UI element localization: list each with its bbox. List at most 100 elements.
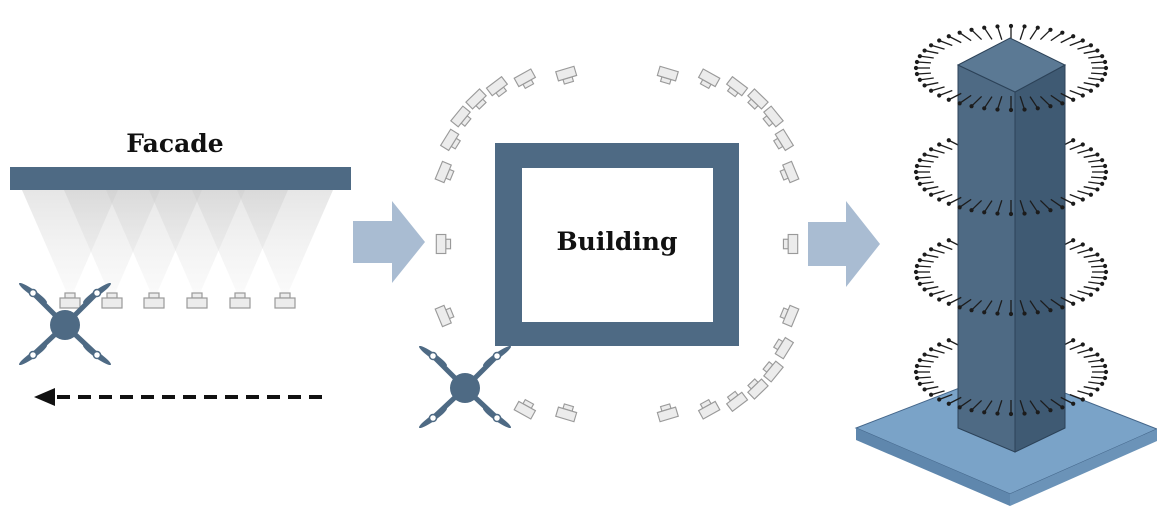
- camera-pose-pin: [1029, 200, 1040, 215]
- camera-pose-pin: [914, 375, 931, 381]
- camera-pose-pin: [946, 296, 962, 306]
- camera-pose-pin: [1077, 290, 1094, 297]
- camera-icon: [725, 75, 749, 98]
- building-label: Building: [557, 227, 678, 256]
- camera-pose-pin: [1091, 275, 1108, 281]
- camera-pose-pin: [1083, 186, 1100, 192]
- camera-pose-pin: [917, 181, 934, 186]
- camera-pose-pin: [937, 193, 953, 202]
- facade-panel: Facade: [10, 129, 351, 406]
- camera-pose-pin: [1008, 400, 1014, 417]
- camera-pose-pin: [1091, 71, 1108, 77]
- camera-pose-pin: [922, 286, 939, 292]
- camera-pose-pin: [937, 293, 953, 302]
- camera-pose-pin: [1092, 65, 1109, 71]
- camera-pose-pin: [914, 263, 931, 269]
- camera-pose-pin: [914, 163, 931, 169]
- camera-pose-pin: [946, 396, 962, 406]
- camera-pose-pin: [995, 200, 1003, 216]
- camera-pose-pin: [995, 400, 1003, 416]
- camera-pose-pin: [1077, 86, 1094, 93]
- camera-pose-pin: [995, 24, 1003, 40]
- camera-pose-pin: [928, 347, 945, 354]
- camera-pose-pin: [1029, 400, 1040, 415]
- camera-pose-pin: [957, 198, 972, 210]
- camera-pose-pin: [922, 352, 939, 358]
- camera-pose-pin: [922, 48, 939, 54]
- camera-pose-pin: [937, 38, 953, 47]
- camera-icon: [450, 105, 472, 128]
- camera-pose-pin: [1077, 190, 1094, 197]
- camera-pose-pin: [937, 242, 953, 251]
- camera-pose-pin: [1091, 263, 1108, 269]
- camera-pose-pin: [1050, 198, 1065, 210]
- camera-pose-pin: [969, 399, 983, 413]
- tower-side-face: [1014, 64, 1066, 453]
- camera-pose-pin: [1088, 158, 1105, 163]
- camera-pose-pin: [1088, 381, 1105, 386]
- camera-icon: [274, 292, 296, 309]
- facade-label: Facade: [126, 129, 223, 158]
- camera-pose-pin: [946, 196, 962, 206]
- camera-pose-pin: [1039, 27, 1053, 41]
- camera-pose-pin: [922, 186, 939, 192]
- camera-pose-pin: [1008, 96, 1014, 113]
- camera-icon: [143, 292, 165, 309]
- camera-pose-pin: [928, 147, 945, 154]
- camera-pose-pin: [969, 95, 983, 109]
- camera-icon: [59, 292, 81, 309]
- camera-pose-pin: [1091, 375, 1108, 381]
- tower-front-face: [957, 64, 1016, 453]
- camera-pose-pin: [1039, 199, 1053, 213]
- base-plate-side: [1010, 429, 1157, 506]
- camera-pose-pin: [1077, 347, 1094, 354]
- camera-pose-pin: [913, 169, 930, 175]
- camera-icon: [229, 292, 251, 309]
- camera-icon: [485, 75, 509, 98]
- camera-pose-pin: [917, 381, 934, 386]
- camera-pose-pin: [982, 96, 993, 111]
- camera-pose-pin: [937, 142, 953, 151]
- camera-pose-pin: [913, 369, 930, 375]
- quadcopter-drone-icon: [418, 345, 512, 429]
- view-cone: [237, 190, 333, 300]
- camera-icon: [434, 160, 455, 184]
- camera-pose-pin: [917, 77, 934, 82]
- camera-icon: [101, 292, 123, 309]
- camera-pose-pin: [969, 199, 983, 213]
- camera-pose-pin: [928, 290, 945, 297]
- camera-pose-pin: [1060, 296, 1076, 306]
- camera-pose-pin: [913, 269, 930, 275]
- camera-icon: [747, 378, 769, 400]
- camera-pose-pin: [1092, 369, 1109, 375]
- camera-icon: [747, 88, 769, 110]
- camera-pose-pin: [1083, 352, 1100, 358]
- camera-pose-pin: [913, 65, 930, 71]
- right-block-arrow-icon: [808, 201, 880, 287]
- camera-pose-pin: [937, 342, 953, 351]
- camera-pose-pin: [1039, 399, 1053, 413]
- camera-pose-pin: [914, 275, 931, 281]
- camera-pose-pin: [937, 393, 953, 402]
- camera-icon: [513, 68, 537, 90]
- camera-icon: [779, 304, 800, 328]
- camera-pose-pin: [1091, 59, 1108, 65]
- camera-icon: [762, 360, 784, 383]
- camera-pose-pin: [957, 30, 972, 42]
- camera-pose-pin: [995, 300, 1003, 316]
- camera-pose-pin: [914, 71, 931, 77]
- camera-pose-pin: [1019, 96, 1027, 112]
- camera-pose-pin: [1050, 398, 1065, 410]
- camera-pose-pin: [1019, 300, 1027, 316]
- building-camera-ring: [434, 65, 800, 423]
- camera-icon: [465, 88, 487, 110]
- camera-pose-pin: [1050, 30, 1065, 42]
- camera-pose-pin: [922, 82, 939, 88]
- camera-icon: [697, 398, 721, 420]
- camera-pose-pin: [1029, 96, 1040, 111]
- camera-pose-pin: [1069, 89, 1085, 98]
- camera-pose-pin: [928, 86, 945, 93]
- camera-pose-pin: [914, 59, 931, 65]
- camera-pose-pin: [1088, 258, 1105, 263]
- camera-pose-pin: [1069, 393, 1085, 402]
